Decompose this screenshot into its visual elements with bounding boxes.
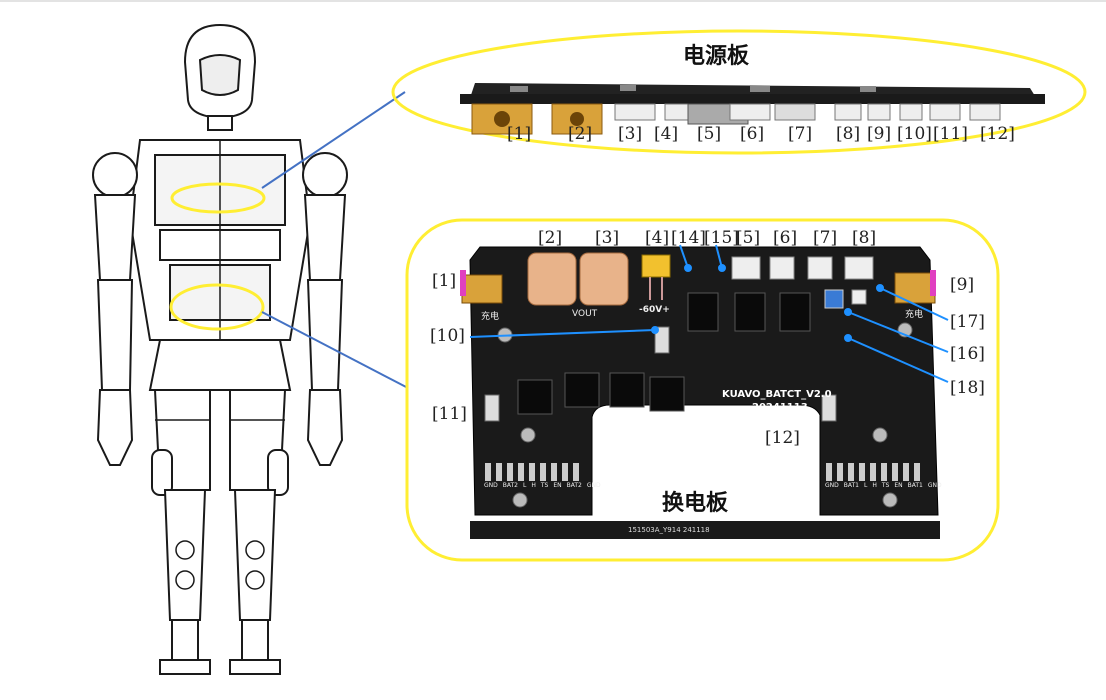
- power-label: [9]: [867, 124, 892, 144]
- swap-board-pcb: [460, 246, 940, 539]
- swap-top-label: [4]: [645, 228, 670, 248]
- serial-text: 151503A_Y914 241118: [628, 526, 710, 534]
- power-label: [12]: [980, 124, 1015, 144]
- power-label: [10]: [897, 124, 932, 144]
- silkscreen-name: KUAVO_BATCT_V2.0: [722, 389, 832, 400]
- power-label: [2]: [568, 124, 593, 144]
- pin-label: BAT1: [907, 482, 923, 489]
- power-label: [5]: [697, 124, 722, 144]
- pin-label: GND: [927, 482, 942, 489]
- power-board-frame: [391, 29, 1087, 155]
- swap-top-label: [15]: [704, 228, 739, 248]
- swap-top-label: [7]: [813, 228, 838, 248]
- swap-top-label: [5]: [736, 228, 761, 248]
- swap-left-label: [11]: [432, 404, 467, 424]
- swap-left-label: [1]: [432, 271, 457, 291]
- swap-right-label: [17]: [950, 312, 985, 332]
- swap-board-title: 换电板: [662, 491, 729, 516]
- pin-label: GND: [825, 482, 839, 489]
- power-board-pcb: [460, 83, 1045, 135]
- swap-top-label: [2]: [538, 228, 563, 248]
- pin-label: GND: [484, 482, 498, 489]
- pin-row-left: GND BAT2 L H TS EN BAT2 GND: [484, 482, 601, 489]
- power-label: [8]: [836, 124, 861, 144]
- swap-top-label: [3]: [595, 228, 620, 248]
- swap-right-label: [9]: [950, 275, 975, 295]
- pin-label: L: [523, 482, 527, 489]
- power-label: [1]: [507, 124, 532, 144]
- power-board-title: 电源板: [683, 44, 750, 69]
- volt-text: -60V+: [639, 305, 670, 315]
- swap-right-label: [18]: [950, 378, 985, 398]
- pin-label: TS: [540, 482, 549, 489]
- top-border: [0, 0, 1106, 2]
- power-label: [4]: [654, 124, 679, 144]
- swap-right-label: [16]: [950, 344, 985, 364]
- pin-label: BAT1: [843, 482, 860, 489]
- pin-label: H: [531, 482, 536, 489]
- pin-label: BAT2: [566, 482, 582, 489]
- pin-label: H: [872, 482, 877, 489]
- swap-board-frame: [405, 218, 1000, 562]
- pin-label: EN: [894, 482, 903, 489]
- swap-top-label: [6]: [773, 228, 798, 248]
- charge-text-right: 充电: [905, 310, 924, 320]
- robot-drawing: [92, 23, 348, 675]
- pin-label: TS: [881, 482, 890, 489]
- swap-top-label: [14]: [671, 228, 706, 248]
- swap-center-label: [12]: [765, 428, 800, 448]
- pin-label: GND: [586, 482, 601, 489]
- power-label: [6]: [740, 124, 765, 144]
- silkscreen-date: 20241113: [752, 402, 808, 413]
- charge-text-left: 充电: [481, 312, 500, 322]
- pin-label: L: [864, 482, 868, 489]
- vout-text: VOUT: [572, 309, 598, 319]
- pin-row-right: GND BAT1 L H TS EN BAT1 GND: [825, 482, 942, 489]
- swap-top-label: [8]: [852, 228, 877, 248]
- swap-left-label: [10]: [430, 326, 465, 346]
- power-label: [3]: [618, 124, 643, 144]
- power-label: [11]: [933, 124, 968, 144]
- pin-label: EN: [553, 482, 562, 489]
- pin-label: BAT2: [502, 482, 519, 489]
- power-label: [7]: [788, 124, 813, 144]
